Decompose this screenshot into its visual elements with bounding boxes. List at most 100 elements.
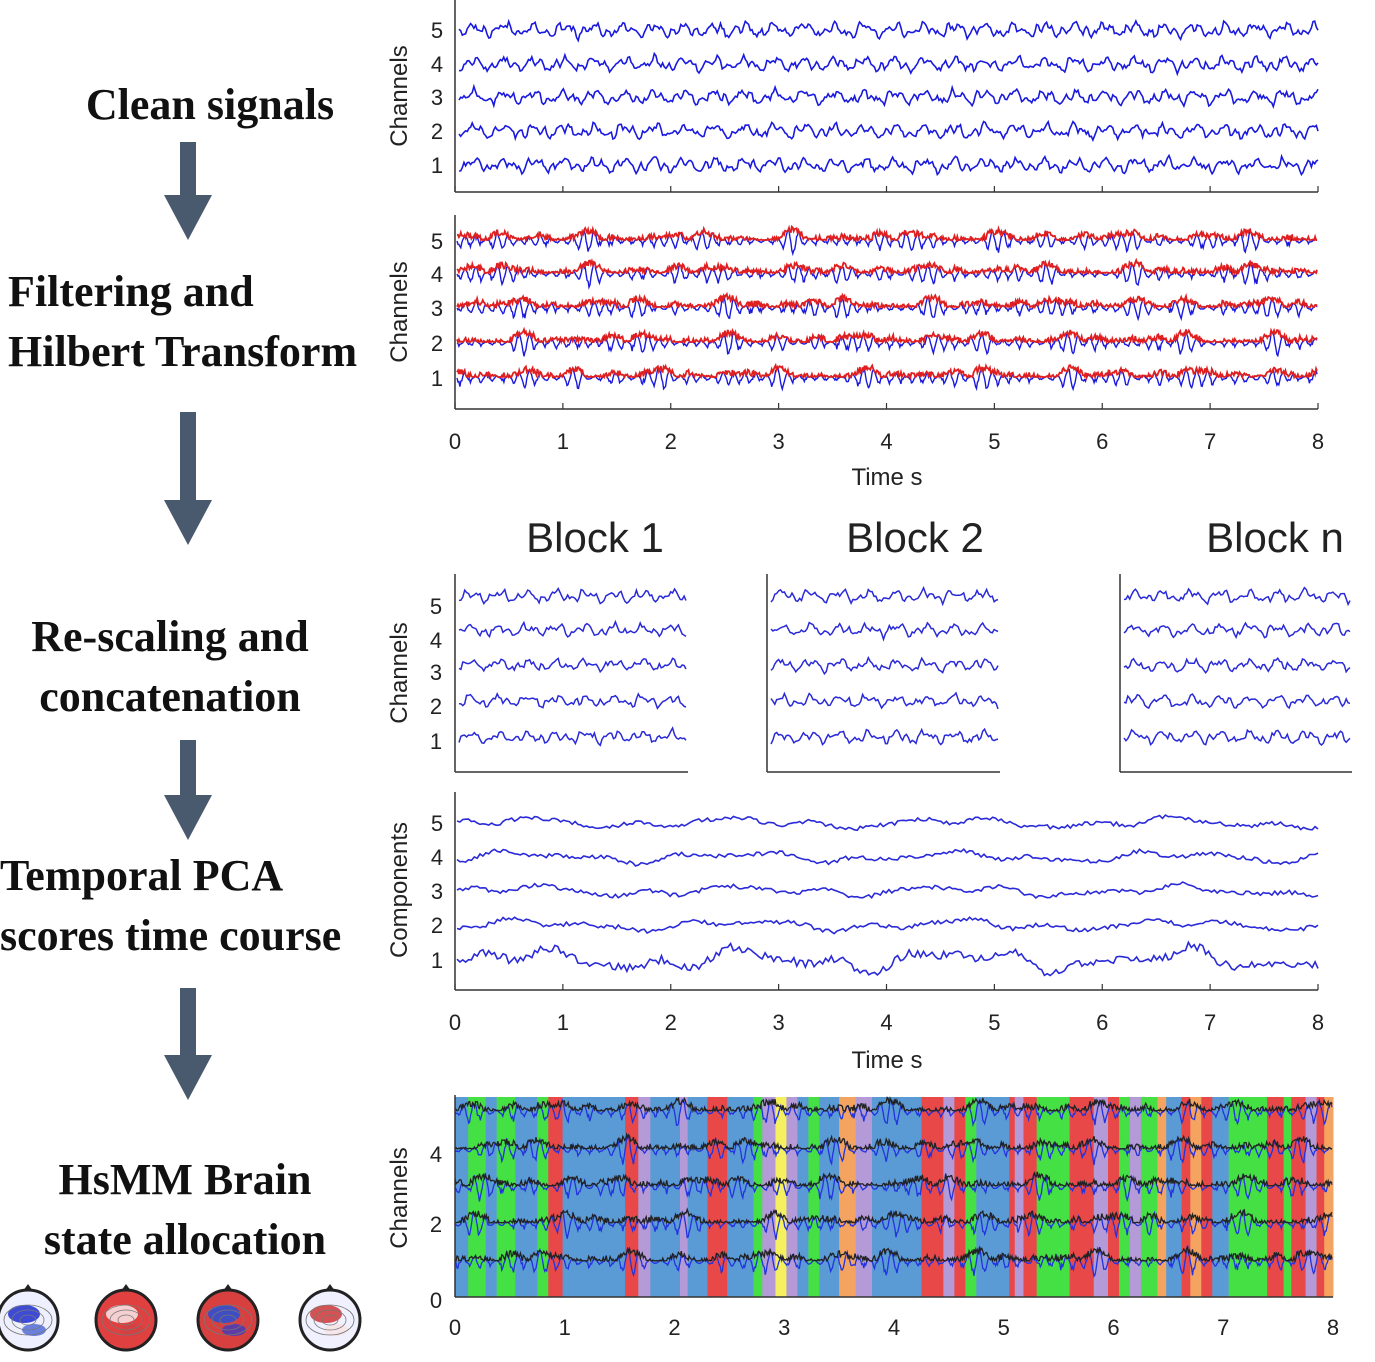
x-tick-label: 0	[449, 1010, 461, 1035]
block-trace	[770, 655, 999, 676]
step-label-line: Re-scaling and	[31, 612, 309, 661]
state-trace	[454, 1209, 1333, 1240]
topomap-contour	[3, 1304, 53, 1336]
block-trace	[1123, 621, 1351, 640]
topomap-contour	[19, 1314, 37, 1326]
x-tick-label: 2	[665, 1010, 677, 1035]
state-envelope	[454, 1131, 1332, 1152]
state-segment	[1108, 1097, 1120, 1297]
state-segment	[1166, 1097, 1183, 1297]
block-trace	[770, 691, 999, 710]
x-tick-label: 5	[988, 1010, 1000, 1035]
topomap-contour	[117, 1314, 135, 1326]
step-label-line: scores time course	[0, 911, 342, 960]
state-segment	[1069, 1097, 1095, 1297]
y-axis-label: Channels	[386, 622, 413, 723]
channel-trace	[458, 83, 1319, 110]
arrow-shaft	[180, 740, 196, 800]
y-tick-label: 4	[431, 52, 443, 77]
topomap-contour	[203, 1304, 253, 1336]
state-trace	[454, 1245, 1333, 1278]
y-axis-label: Components	[386, 822, 413, 958]
state-segment	[1036, 1097, 1071, 1297]
step-clean-signals: Clean signals	[60, 75, 360, 135]
arrow-shaft	[180, 412, 196, 505]
component-trace	[456, 814, 1319, 832]
topomap-blob	[310, 1305, 342, 1323]
state-segment	[687, 1097, 708, 1297]
y-tick-label: 5	[431, 18, 443, 43]
x-tick-label: 1	[557, 429, 569, 454]
x-tick-label: 1	[557, 1010, 569, 1035]
x-tick-label: 4	[880, 429, 892, 454]
x-tick-label: 0	[449, 429, 461, 454]
x-tick-label: 5	[988, 429, 1000, 454]
state-segment	[753, 1097, 763, 1297]
x-tick-label: 5	[998, 1315, 1010, 1340]
topomap-blob	[208, 1305, 240, 1323]
topomap-blob	[8, 1305, 40, 1323]
state-trace	[454, 1097, 1333, 1128]
state-envelope	[454, 1207, 1333, 1226]
y-tick-label: 2	[430, 694, 442, 719]
x-tick-label: 2	[665, 429, 677, 454]
x-axis-label: Time s	[851, 1047, 922, 1074]
topomap-nose	[223, 1284, 233, 1291]
x-tick-label: 1	[559, 1315, 571, 1340]
y-tick-label: 1	[430, 729, 442, 754]
x-tick-label: 0	[449, 1315, 461, 1340]
block-title: Block n	[1206, 514, 1344, 561]
state-segment	[797, 1097, 809, 1297]
y-tick-label: 2	[431, 119, 443, 144]
topomap-contour	[101, 1304, 151, 1336]
state-segment	[1305, 1097, 1318, 1297]
envelope-trace	[457, 224, 1317, 244]
component-trace	[456, 940, 1319, 977]
state-envelope	[454, 1171, 1333, 1189]
y-tick-label: 5	[431, 229, 443, 254]
y-tick-label: 3	[431, 296, 443, 321]
state-segment	[1267, 1097, 1285, 1297]
topomap-nose	[121, 1284, 131, 1291]
y-axis-label: Channels	[386, 1147, 413, 1248]
envelope-trace	[456, 257, 1318, 277]
step-filtering: Filtering and Hilbert Transform	[0, 262, 370, 382]
y-tick-label: 4	[430, 628, 442, 653]
x-tick-label: 2	[668, 1315, 680, 1340]
channel-trace	[458, 153, 1319, 177]
y-tick-label: 5	[431, 811, 443, 836]
x-tick-label: 6	[1107, 1315, 1119, 1340]
component-trace	[456, 848, 1319, 867]
state-segment	[1009, 1097, 1016, 1297]
state-segment	[1129, 1097, 1142, 1297]
y-tick-label: 2	[431, 913, 443, 938]
x-axis-label: Time s	[851, 464, 922, 491]
x-tick-label: 8	[1312, 1010, 1324, 1035]
block-trace	[1123, 728, 1351, 747]
arrow-shaft	[180, 142, 196, 200]
x-tick-label: 3	[773, 1010, 785, 1035]
topomap-contour	[11, 1309, 45, 1331]
channel-trace	[458, 51, 1319, 77]
y-tick-label: 2	[430, 1212, 442, 1237]
x-tick-label: 7	[1204, 1010, 1216, 1035]
topomap-contour	[321, 1314, 339, 1326]
channel-trace	[458, 18, 1319, 43]
x-tick-label: 8	[1312, 429, 1324, 454]
block-trace	[1123, 693, 1351, 710]
state-segment	[537, 1097, 549, 1297]
state-segment	[839, 1097, 857, 1297]
block-trace	[1123, 656, 1351, 674]
y-tick-label: 1	[431, 948, 443, 973]
step-label-line: HsMM Brain	[58, 1155, 312, 1204]
topomap-nose	[23, 1284, 33, 1291]
block-trace	[1123, 586, 1351, 607]
x-tick-label: 7	[1204, 429, 1216, 454]
envelope-trace	[456, 362, 1318, 381]
state-segment	[872, 1097, 922, 1297]
arrows-layer	[164, 142, 212, 1100]
state-segment	[625, 1097, 639, 1297]
